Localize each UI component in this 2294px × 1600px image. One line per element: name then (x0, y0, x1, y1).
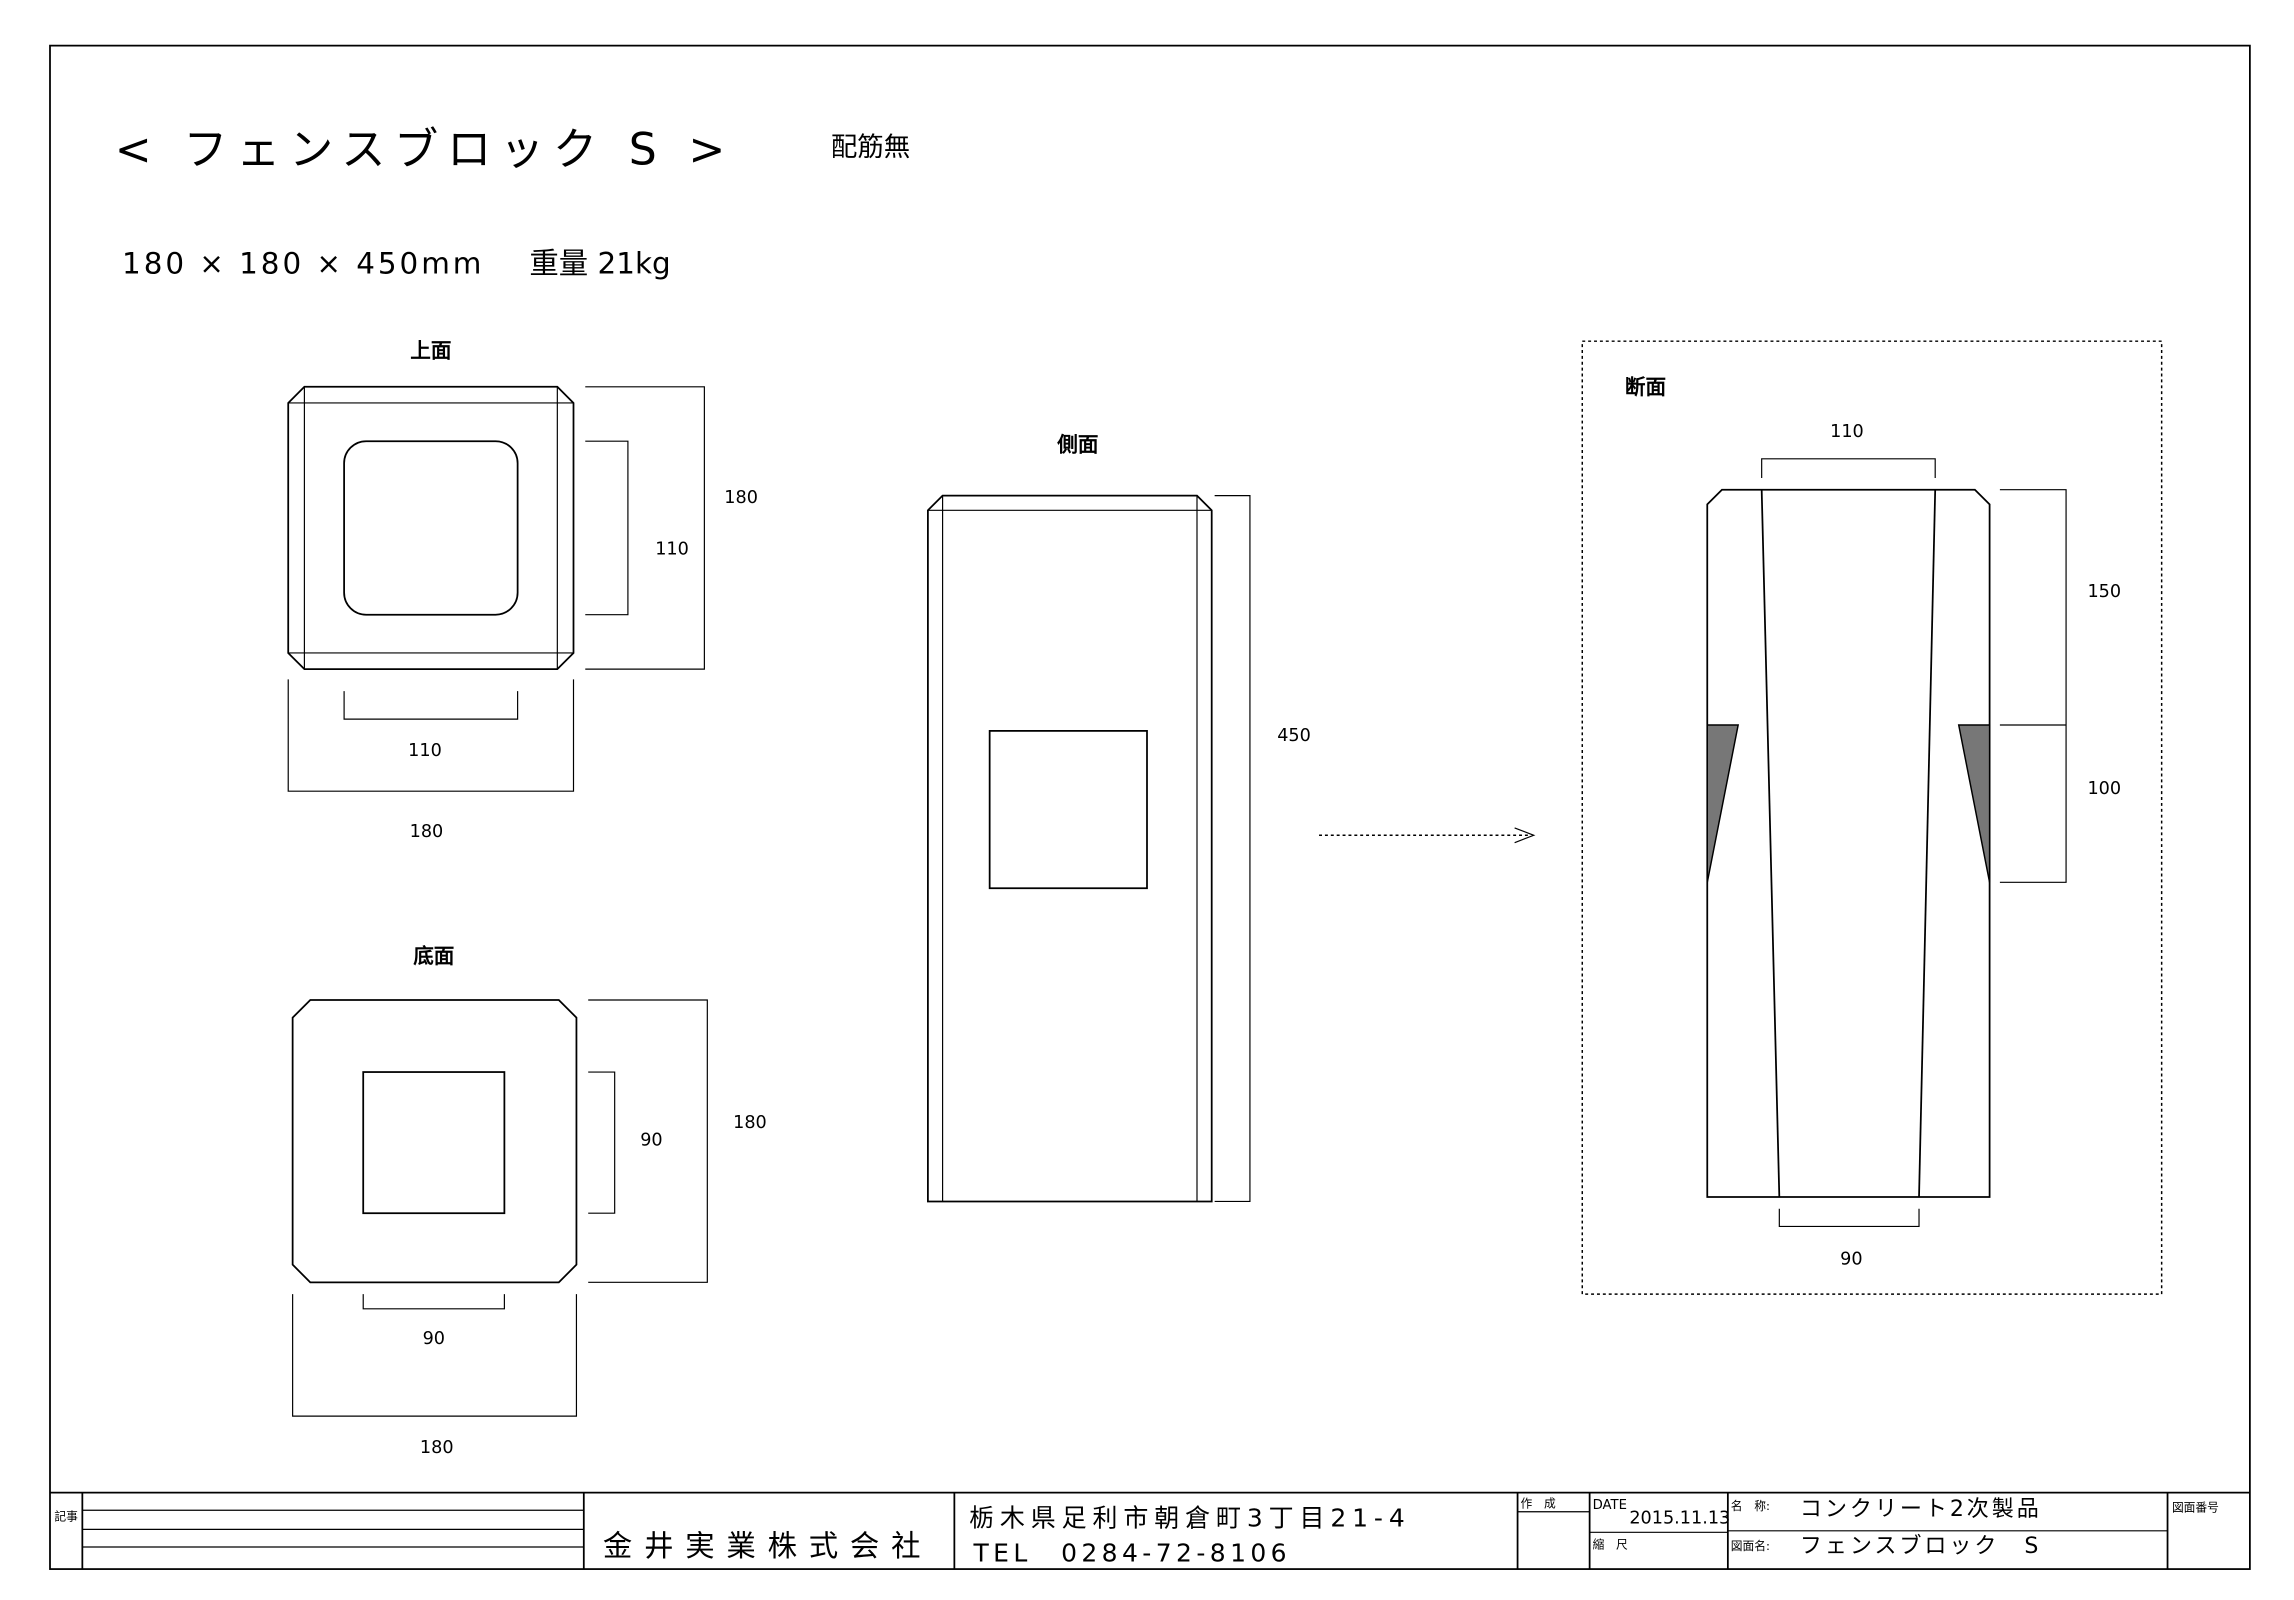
section-arrow (1319, 827, 1536, 844)
side-view: 側面 450 (927, 432, 1311, 1203)
title-block: 記事 金井実業株式会社 栃木県足利市朝倉町3丁目21-4 TEL 0284-72… (49, 1491, 2250, 1570)
dim-label: 90 (423, 1329, 445, 1349)
date-value: 2015.11.13 (1629, 1508, 1730, 1528)
weight-spec: 重量 21kg (529, 247, 670, 281)
dim-label: 90 (640, 1131, 662, 1151)
dim-label: 180 (724, 488, 758, 508)
notes-label: 記事 (54, 1510, 78, 1524)
company-name: 金井実業株式会社 (603, 1529, 932, 1563)
dim-label: 180 (420, 1438, 454, 1458)
date-label: DATE (1593, 1498, 1627, 1513)
company-tel: TEL 0284-72-8106 (972, 1539, 1291, 1568)
dim-label: 110 (408, 741, 442, 761)
dim-label: 180 (733, 1113, 767, 1133)
drawing-name-label: 図面名: (1731, 1539, 1770, 1553)
dim-label: 100 (2087, 779, 2121, 799)
drawing-name: フェンスブロック S (1800, 1534, 2041, 1559)
drawing-title: < フェンスブロック S > (115, 125, 735, 176)
drawing-number-label: 図面番号 (2172, 1501, 2219, 1515)
name-label: 名 称: (1731, 1499, 1770, 1513)
dim-label: 110 (655, 539, 689, 559)
dim-label: 450 (1277, 726, 1311, 746)
product-name: コンクリート2次製品 (1800, 1497, 2042, 1522)
dim-label: 180 (410, 822, 444, 842)
company-address: 栃木県足利市朝倉町3丁目21-4 (969, 1503, 1411, 1532)
bottom-view: 底面 90 180 90 180 (291, 944, 767, 1458)
top-view-label: 上面 (410, 338, 451, 362)
scale-label: 縮 尺 (1593, 1537, 1629, 1551)
dim-label: 90 (1840, 1250, 1862, 1270)
section-view: 断面 110 150 100 90 (1581, 340, 2163, 1295)
sheet-border (49, 44, 2251, 1570)
bottom-view-label: 底面 (413, 944, 454, 968)
made-label: 作 成 (1521, 1496, 1557, 1510)
side-view-label: 側面 (1056, 432, 1098, 456)
section-view-label: 断面 (1625, 375, 1666, 399)
dimensions-spec: 180 × 180 × 450mm (122, 247, 484, 281)
reinforcement-note: 配筋無 (831, 132, 910, 163)
dim-label: 150 (2087, 582, 2121, 602)
top-view: 上面 180 110 110 180 (287, 338, 758, 842)
dim-label: 110 (1830, 422, 1864, 442)
